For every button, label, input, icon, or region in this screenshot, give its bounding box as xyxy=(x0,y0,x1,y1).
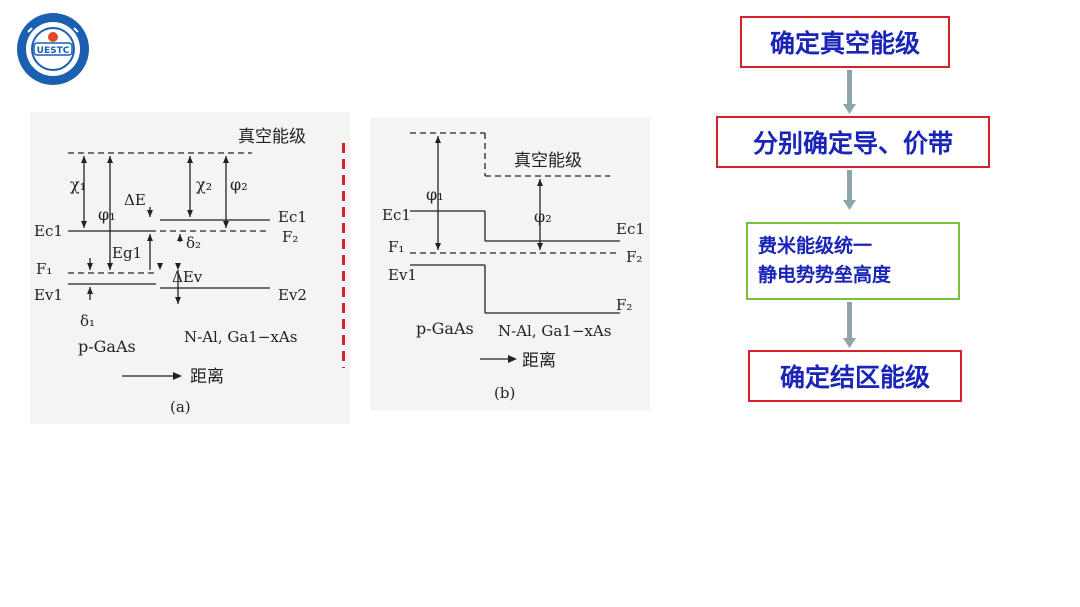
fig-a-chi1: χ₁ xyxy=(70,175,86,194)
flow-step-3-line2: 静电势势垒高度 xyxy=(758,264,892,286)
energy-band-diagram-b: 真空能级 φ₁ φ₂ Ec1 Ec1 F₁ F₂ Ev1 F₂ p-GaAs N… xyxy=(370,118,650,410)
fig-a-f2: F₂ xyxy=(282,228,298,246)
fig-b-phi2: φ₂ xyxy=(534,207,552,226)
flow-step-3-line1: 费米能级统一 xyxy=(758,235,873,257)
fig-a-caption: (a) xyxy=(170,398,191,416)
fig-a-ev1: Ev1 xyxy=(34,286,63,304)
fig-a-distance: 距离 xyxy=(190,367,224,387)
flow-step-2-text: 分别确定导、价带 xyxy=(752,129,953,158)
fig-a-delta2: δ₂ xyxy=(186,234,201,252)
flow-step-4-box: 确定结区能级 xyxy=(748,350,962,402)
fig-a-ev2: Ev2 xyxy=(278,286,307,304)
fig-a-f1: F₁ xyxy=(36,260,52,278)
fig-a-ec1-left: Ec1 xyxy=(34,222,63,240)
fig-b-ev1: Ev1 xyxy=(388,266,417,284)
fig-a-ec1-right: Ec1 xyxy=(278,208,307,226)
fig-a-phi1: φ₁ xyxy=(98,205,116,224)
fig-b-material-left: p-GaAs xyxy=(416,319,474,338)
fig-b-ec1-left: Ec1 xyxy=(382,206,411,224)
flow-step-1-box: 确定真空能级 xyxy=(740,16,950,68)
flow-step-1-text: 确定真空能级 xyxy=(769,29,920,58)
fig-a-chi2: χ₂ xyxy=(196,175,212,194)
fig-a-material-left: p-GaAs xyxy=(78,337,136,356)
fig-b-material-right: N-Al, Ga1−xAs xyxy=(498,322,611,340)
svg-text:UESTC: UESTC xyxy=(37,46,70,56)
red-divider xyxy=(342,143,345,368)
fig-a-delta-e: ΔE xyxy=(124,191,146,209)
flow-step-4-text: 确定结区能级 xyxy=(779,363,930,392)
fig-b-ec1-right: Ec1 xyxy=(616,220,645,238)
fig-a-vacuum-label: 真空能级 xyxy=(238,127,306,147)
fig-b-distance: 距离 xyxy=(522,351,556,371)
fig-a-phi2: φ₂ xyxy=(230,175,248,194)
fig-a-delta-ev: ΔEv xyxy=(172,268,203,286)
fig-b-phi1: φ₁ xyxy=(426,185,444,204)
flow-step-2-box: 分别确定导、价带 xyxy=(716,116,990,168)
flowchart-arrows xyxy=(843,70,856,348)
fig-a-material-right: N-Al, Ga1−xAs xyxy=(184,328,297,346)
fig-a-eg1: Eg1 xyxy=(112,244,142,262)
fig-b-f2-bottom: F₂ xyxy=(616,296,632,314)
energy-band-diagram-a: 真空能级 χ₁ φ₁ ΔE χ₂ φ₂ Ec1 Ec1 F₂ δ₂ Eg1 F₁… xyxy=(30,112,350,424)
flow-step-3-box: 费米能级统一 静电势势垒高度 xyxy=(746,222,960,300)
fig-b-f2-mid: F₂ xyxy=(626,248,642,266)
fig-a-delta1: δ₁ xyxy=(80,312,95,330)
fig-b-vacuum-label: 真空能级 xyxy=(514,151,582,171)
fig-b-f1: F₁ xyxy=(388,238,404,256)
fig-b-caption: (b) xyxy=(494,384,515,402)
university-logo: UESTC xyxy=(17,13,89,85)
